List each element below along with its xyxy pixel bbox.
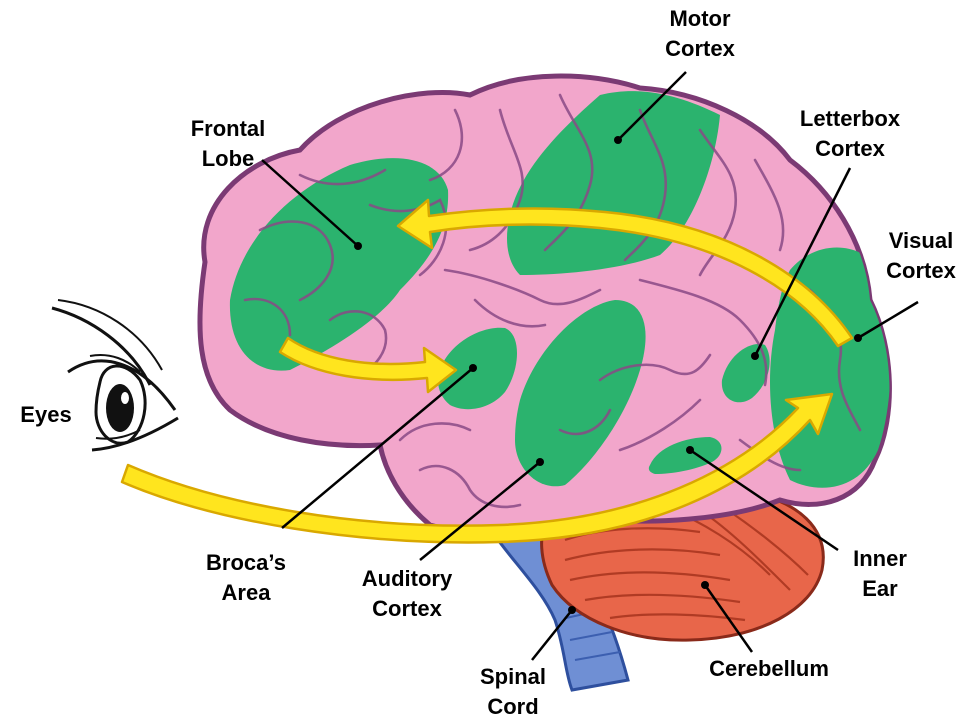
label-letterbox-cortex: Letterbox Cortex [770,104,930,164]
label-cerebellum: Cerebellum [684,654,854,684]
label-visual-cortex: Visual Cortex [866,226,974,286]
label-frontal-lobe-line2: Lobe [168,144,288,174]
label-motor-cortex-line1: Motor [640,4,760,34]
label-spinal-cord-line1: Spinal [458,662,568,692]
label-visual-cortex-line1: Visual [866,226,974,256]
label-letterbox-cortex-line1: Letterbox [770,104,930,134]
label-visual-cortex-line2: Cortex [866,256,974,286]
label-letterbox-cortex-line2: Cortex [770,134,930,164]
label-eyes-line1: Eyes [6,400,86,430]
label-auditory-cortex-line2: Cortex [342,594,472,624]
label-frontal-lobe: Frontal Lobe [168,114,288,174]
label-auditory-cortex: Auditory Cortex [342,564,472,624]
label-spinal-cord: Spinal Cord [458,662,568,722]
label-motor-cortex: Motor Cortex [640,4,760,64]
label-frontal-lobe-line1: Frontal [168,114,288,144]
label-eyes: Eyes [6,400,86,430]
label-inner-ear: Inner Ear [830,544,930,604]
label-brocas-area: Broca’s Area [186,548,306,608]
label-inner-ear-line1: Inner [830,544,930,574]
label-motor-cortex-line2: Cortex [640,34,760,64]
label-brocas-area-line2: Area [186,578,306,608]
label-inner-ear-line2: Ear [830,574,930,604]
label-spinal-cord-line2: Cord [458,692,568,722]
label-cerebellum-line1: Cerebellum [684,654,854,684]
label-brocas-area-line1: Broca’s [186,548,306,578]
label-auditory-cortex-line1: Auditory [342,564,472,594]
